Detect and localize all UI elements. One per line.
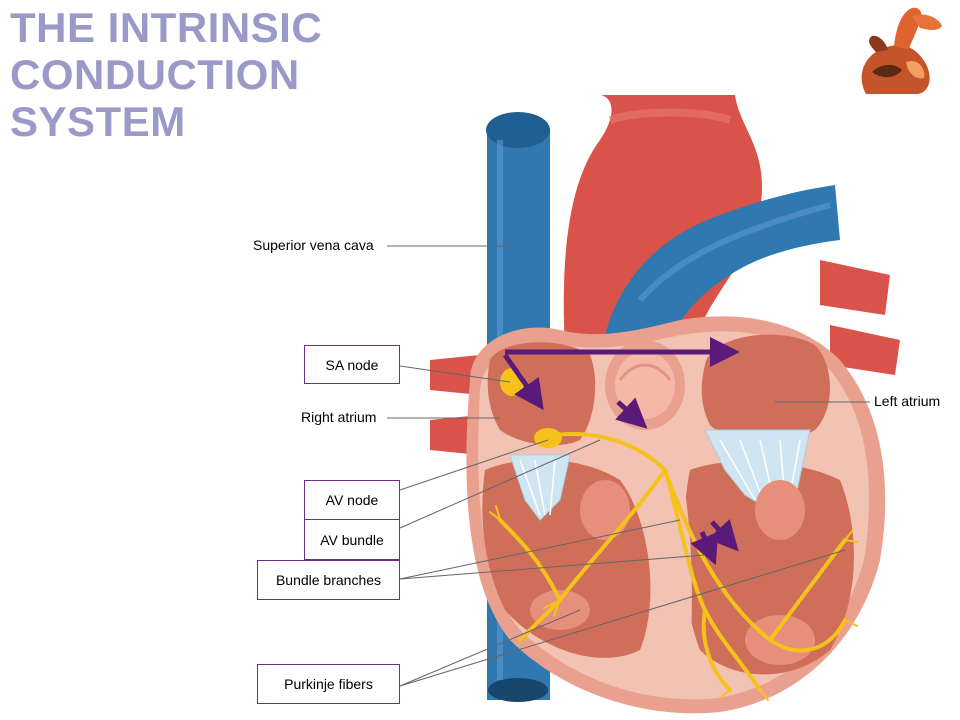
label-superior-vena-cava: Superior vena cava — [253, 237, 374, 253]
av-node-shape — [534, 428, 562, 448]
title-line-2: CONDUCTION — [10, 51, 300, 98]
label-sa-node-text: SA node — [325, 356, 379, 373]
label-left-atrium: Left atrium — [874, 393, 941, 409]
label-av-node-text: AV node — [325, 492, 379, 508]
label-av-bundle-text: AV bundle — [320, 531, 384, 548]
aorta-vessel — [563, 95, 763, 360]
pulmonary-trunk-vessel — [600, 185, 840, 370]
label-bundle-branches: Bundle branches — [257, 560, 400, 600]
conduction-system — [498, 432, 847, 692]
heart-thumbnail-icon — [846, 2, 946, 96]
label-av-node: AV node — [304, 480, 400, 520]
label-right-atrium: Right atrium — [301, 409, 377, 425]
label-purkinje-fibers-text: Purkinje fibers — [284, 676, 373, 692]
label-sa-node: SA node — [304, 345, 400, 384]
title-line-3: SYSTEM — [10, 98, 186, 145]
sa-node-shape — [500, 368, 524, 396]
label-av-bundle: AV bundle — [304, 519, 400, 560]
title-line-1: THE INTRINSIC — [10, 4, 323, 51]
conduction-arrows — [502, 337, 740, 566]
left-ventricle-chamber — [683, 461, 854, 675]
leader-lines — [387, 245, 870, 687]
label-bundle-branches-text: Bundle branches — [275, 572, 382, 588]
slide-title: THE INTRINSIC CONDUCTION SYSTEM — [10, 4, 322, 145]
label-purkinje-fibers: Purkinje fibers — [257, 664, 400, 704]
